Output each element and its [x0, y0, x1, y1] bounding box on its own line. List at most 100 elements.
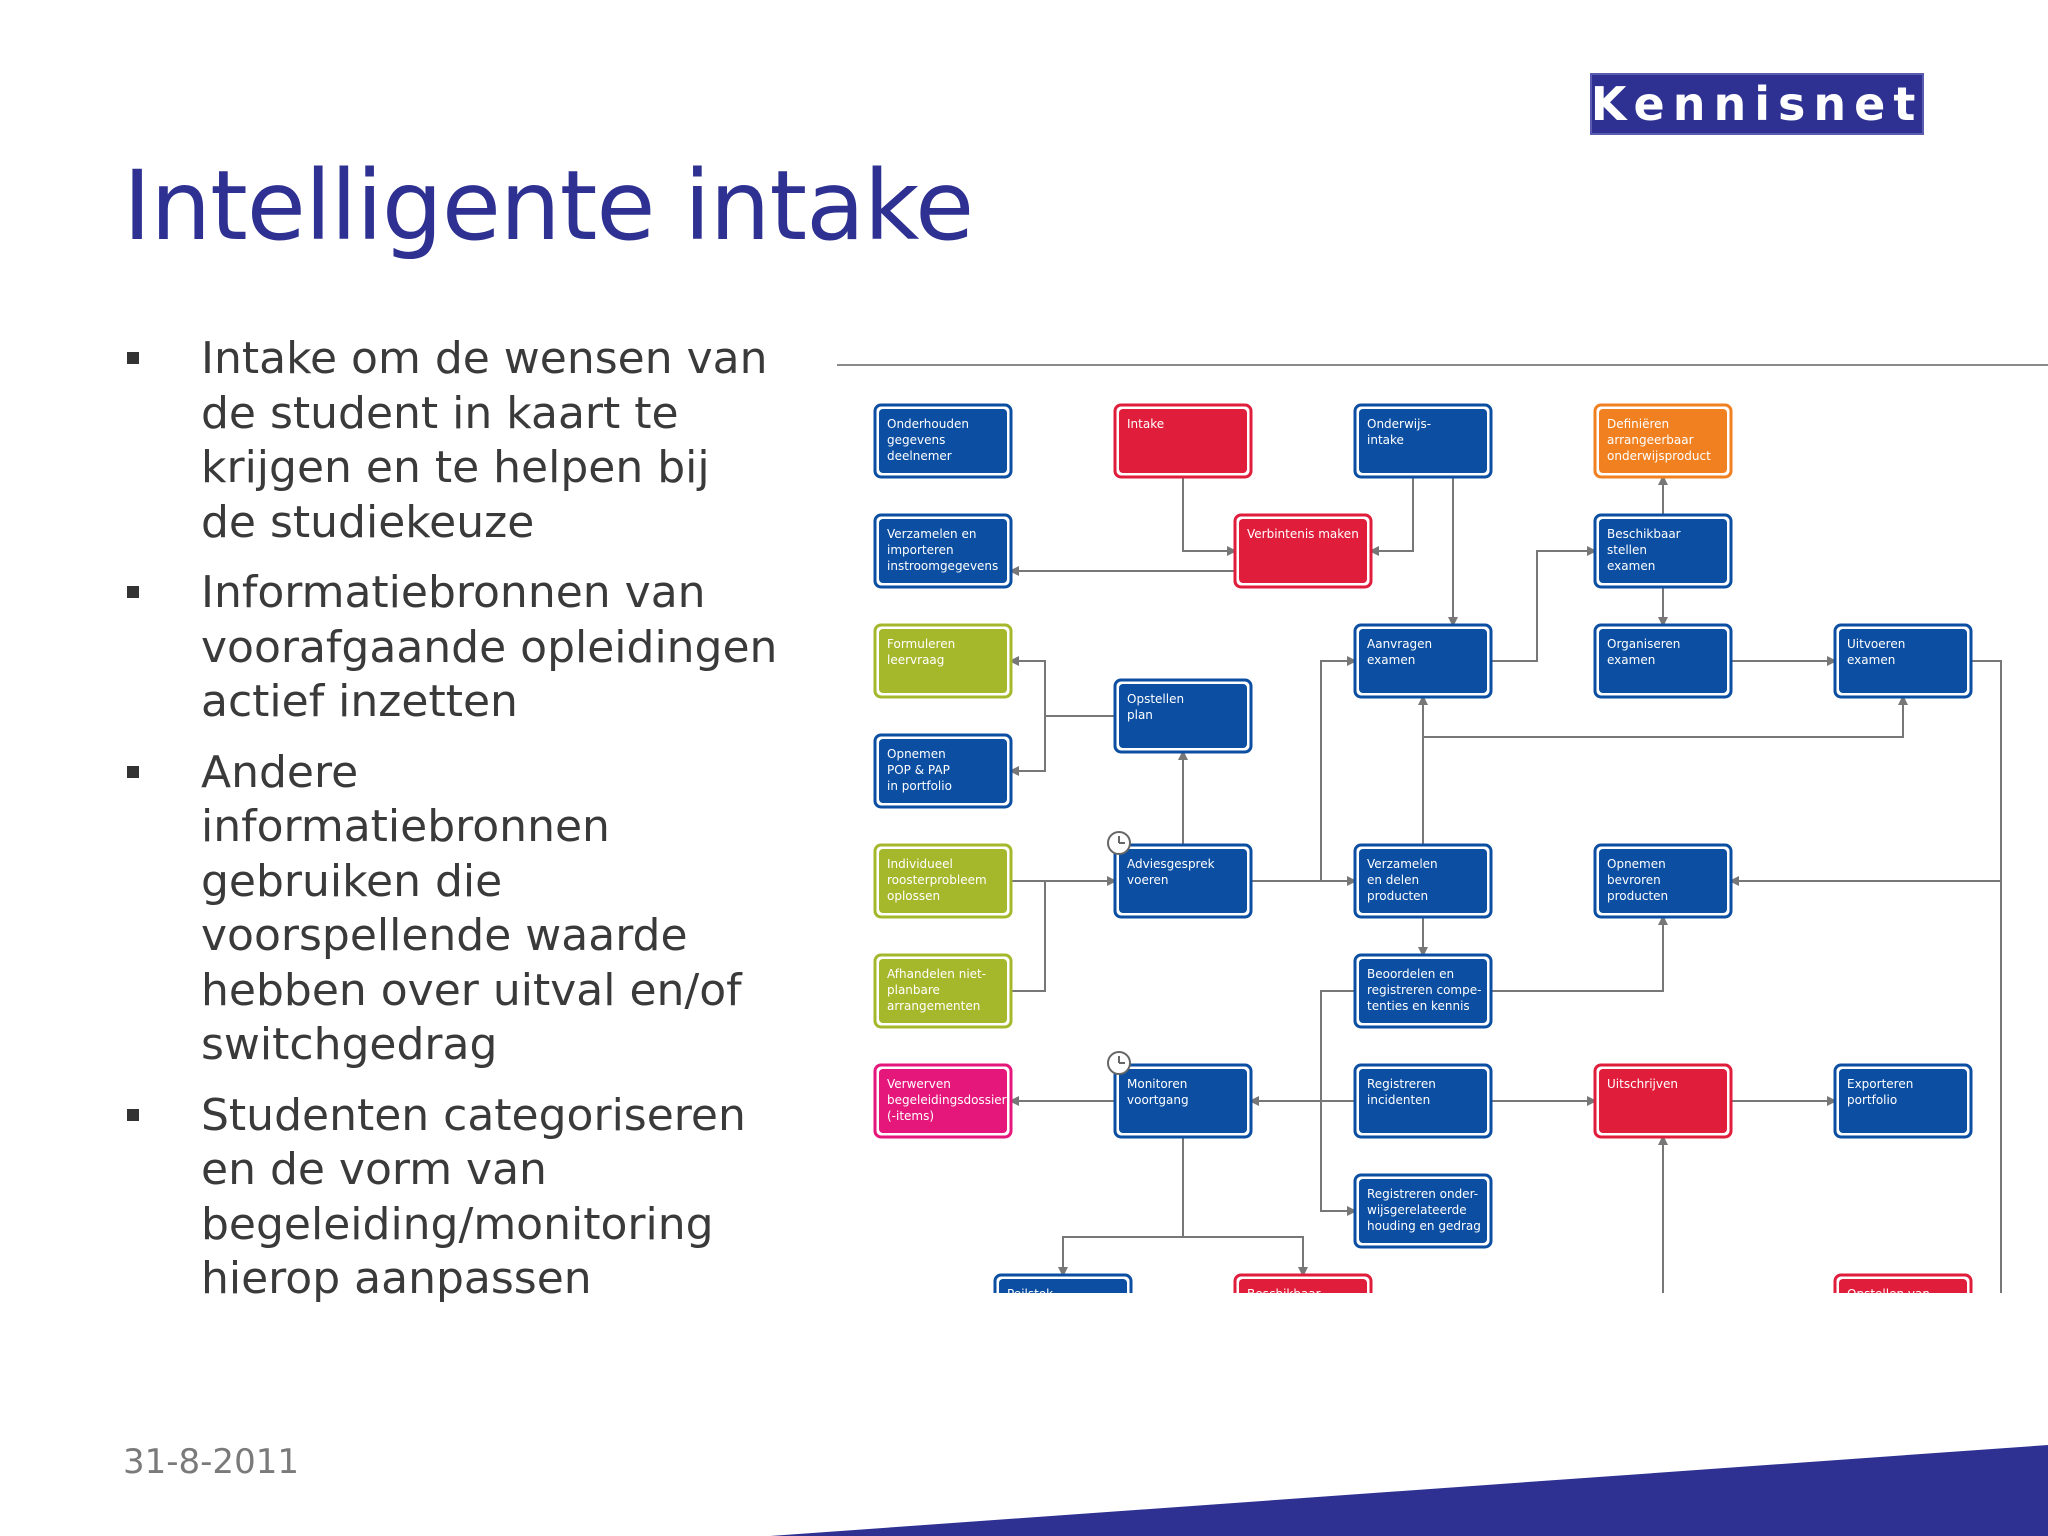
node-label: arrangementen	[887, 999, 980, 1013]
node-label: houding en gedrag	[1367, 1219, 1481, 1233]
node-label: onderwijsproduct	[1607, 449, 1711, 463]
bullet-square-icon	[127, 1108, 139, 1121]
node-label: producten	[1367, 889, 1428, 903]
diagram-nodes: Onderhouden gegevens deelnemer Intake Onderw…	[873, 403, 1973, 1295]
node-label: examen	[1607, 559, 1655, 573]
footer-wedge	[770, 1445, 2048, 1536]
bullet-list: Intake om de wensen van de student in ka…	[124, 332, 824, 1323]
edge-plan-formuleren	[1009, 656, 1115, 717]
node-label: stellen	[1607, 543, 1647, 557]
node-label: Uitschrijven	[1607, 1077, 1678, 1091]
node-label: Opstellen van	[1847, 1287, 1930, 1295]
diagram-edges	[1009, 475, 2002, 1293]
node-label: Opnemen	[887, 747, 946, 761]
node-label: examen	[1607, 653, 1655, 667]
node-label: intake	[1367, 433, 1404, 447]
node-label: Beschikbaar	[1247, 1287, 1321, 1295]
node-registreren-gedrag: Registreren onder-wijsgerelateerdehoudin…	[1353, 1173, 1493, 1249]
node-label: Exporteren	[1847, 1077, 1913, 1091]
node-label: examen	[1367, 653, 1415, 667]
node-label: voortgang	[1127, 1093, 1189, 1107]
node-label: Uitvoeren	[1847, 637, 1905, 651]
node-label: Verzamelen	[1367, 857, 1438, 871]
node-label: POP & PAP	[887, 763, 950, 777]
node-label: examen	[1847, 653, 1895, 667]
edge-plan-pop	[1009, 716, 1046, 776]
kennisnet-logo: Kennisnet	[1590, 73, 1924, 135]
bullet-item: Intake om de wensen van de student in ka…	[124, 332, 824, 550]
node-label: Opstellen	[1127, 692, 1184, 706]
bullet-text: Informatiebronnen van voorafgaande oplei…	[201, 567, 778, 727]
diagram-clock-icons	[1107, 831, 1131, 1075]
node-label: Individueel	[887, 857, 953, 871]
node-intake: Intake	[1113, 403, 1253, 479]
node-uitschrijven: Uitschrijven	[1593, 1063, 1733, 1139]
node-label: Formuleren	[887, 637, 955, 651]
node-beschikbaar-examen: Beschikbaar stellen examen	[1593, 513, 1733, 589]
bullet-text: Studenten categoriseren en de vorm van b…	[201, 1089, 746, 1305]
clock-icon	[1107, 831, 1131, 855]
edge-intake-verbintenis	[1182, 477, 1237, 556]
bullet-square-icon	[127, 765, 139, 778]
node-peilstok: Peilstok	[993, 1273, 1133, 1293]
node-exporteren: Exporteren portfolio	[1833, 1063, 1973, 1139]
node-label: Aanvragen	[1367, 637, 1432, 651]
node-label: deelnemer	[887, 449, 952, 463]
node-monitoren: Monitoren voortgang	[1113, 1063, 1253, 1139]
node-aanvragen: Aanvragen examen	[1353, 623, 1493, 699]
node-label: Verwerven	[887, 1077, 951, 1091]
process-diagram: Onderhouden gegevens deelnemer Intake Onderw…	[837, 364, 2048, 1295]
node-label: oplossen	[887, 889, 940, 903]
edge-aanvragen-beschikbaar	[1491, 546, 1597, 662]
page-title: Intelligente intake	[123, 150, 974, 262]
node-label: producten	[1607, 889, 1668, 903]
node-label: Monitoren	[1127, 1077, 1187, 1091]
slide-date: 31-8-2011	[123, 1442, 299, 1482]
node-label: Beoordelen en	[1367, 967, 1454, 981]
node-label: Onderhouden	[887, 417, 969, 431]
node-verwerven: Verwerven begeleidingsdossier (-items)	[873, 1063, 1013, 1139]
logo-text: Kennisnet	[1590, 77, 1924, 131]
node-label: registreren compe-	[1367, 983, 1481, 997]
node-label: Adviesgesprek	[1127, 857, 1215, 871]
bullet-item: Informatiebronnen van voorafgaande oplei…	[124, 566, 824, 730]
edge-beoordelen-bevroren	[1491, 915, 1668, 992]
node-label: Intake	[1127, 417, 1164, 431]
node-label: Verbintenis maken	[1247, 527, 1359, 541]
node-label: portfolio	[1847, 1093, 1897, 1107]
node-label: Beschikbaar	[1607, 527, 1681, 541]
bullet-square-icon	[127, 352, 139, 364]
node-beschikbaar2: Beschikbaar	[1233, 1273, 1373, 1295]
bullet-square-icon	[127, 586, 139, 598]
node-label: begeleidingsdossier	[887, 1093, 1007, 1107]
node-label: bevroren	[1607, 873, 1661, 887]
node-label: Registreren onder-	[1367, 1187, 1478, 1201]
node-verbintenis: Verbintenis maken	[1233, 513, 1373, 589]
node-label: (-items)	[887, 1109, 934, 1123]
edge-uitvoeren-bevroren	[1729, 660, 2002, 886]
node-label: gegevens	[887, 433, 945, 447]
edge-split-beschikbaar2	[1183, 1236, 1308, 1277]
clock-icon	[1107, 1051, 1131, 1075]
node-label: incidenten	[1367, 1093, 1430, 1107]
node-label: planbare	[887, 983, 940, 997]
node-opstellen-plan: Opstellen plan	[1113, 678, 1253, 754]
edge-split-peilstok	[1058, 1236, 1183, 1277]
node-label: importeren	[887, 543, 954, 557]
edge-afhandelen-join	[1011, 881, 1046, 992]
node-opnemen-bevroren: Opnemen bevroren producten	[1593, 843, 1733, 919]
node-label: plan	[1127, 708, 1153, 722]
node-label: Onderwijs-	[1367, 417, 1431, 431]
edge-left-aanvragen	[1320, 656, 1357, 881]
node-label: Opnemen	[1607, 857, 1666, 871]
bullet-item: Andere informatiebronnen gebruiken die v…	[124, 746, 824, 1073]
